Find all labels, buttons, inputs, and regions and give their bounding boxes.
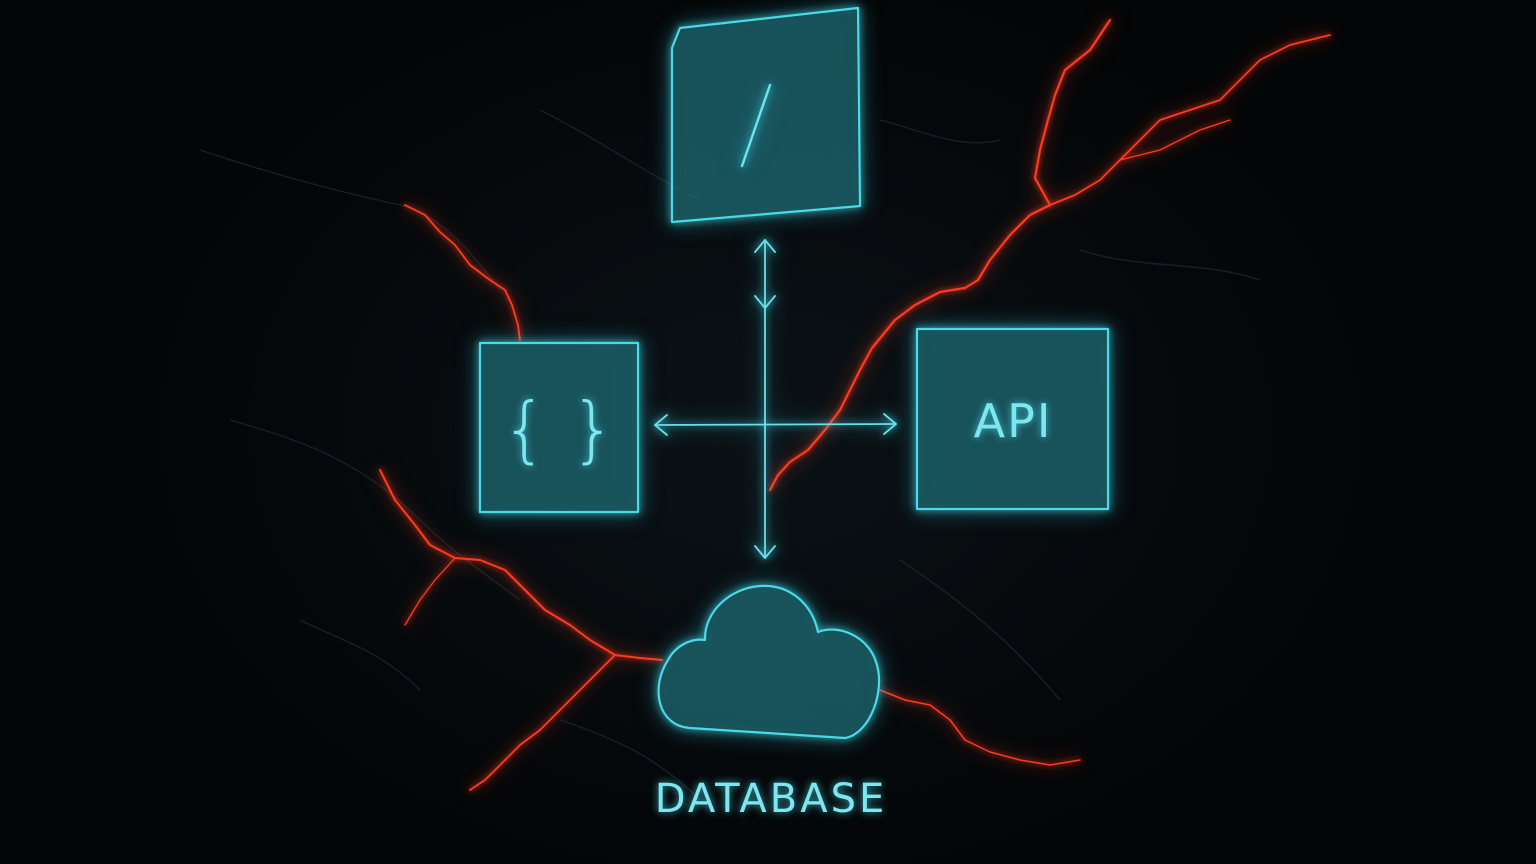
crack-lower-left	[379, 469, 663, 661]
code-braces-icon: { }	[502, 387, 617, 471]
api-label: API	[974, 394, 1053, 448]
code-node[interactable]	[478, 341, 640, 514]
crack-left-fork	[404, 557, 456, 626]
nodes	[478, 6, 1110, 740]
arrowhead-left	[654, 414, 668, 436]
connectors	[654, 239, 897, 559]
crack-right-twig	[1119, 119, 1231, 161]
arrowhead-down-top	[754, 295, 776, 309]
red-cracks	[379, 18, 1331, 791]
frontend-node[interactable]	[670, 6, 862, 224]
arrowhead-up-top	[754, 239, 776, 253]
crack-right-branch	[1049, 34, 1331, 206]
dark-cracks	[199, 109, 1261, 801]
arrowhead-down-bottom	[754, 545, 776, 559]
crack-upper-right	[768, 18, 1112, 492]
crack-bottom-right	[879, 689, 1081, 766]
crack-upper-left	[404, 204, 521, 341]
arrowhead-right	[883, 413, 897, 435]
database-label: DATABASE	[655, 776, 888, 822]
slash-glyph-line	[740, 83, 772, 168]
database-cloud-icon[interactable]	[657, 584, 881, 740]
horizontal-connector	[654, 423, 897, 426]
api-node[interactable]	[915, 327, 1110, 511]
crack-lower-left-branch	[469, 654, 616, 791]
